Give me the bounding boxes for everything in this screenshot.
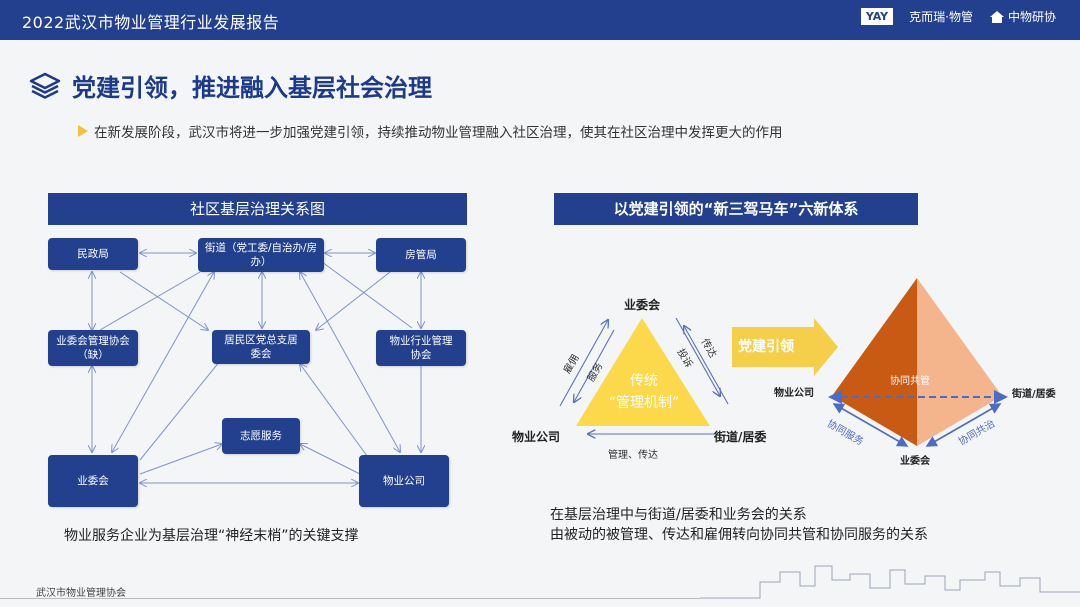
triangle-center-line1: 传统 (630, 373, 658, 389)
node-party-branch: 居民区党总支居委会 (212, 330, 310, 364)
node-industry-association: 物业行业管理协会 (376, 330, 466, 366)
right-caption-line2: 由被动的被管理、传达和雇佣转向协同共管和协同服务的关系 (550, 527, 928, 543)
node-volunteer: 志愿服务 (222, 418, 300, 454)
left-diagram-title: 社区基层治理关系图 (48, 193, 467, 225)
node-civil-affairs: 民政局 (48, 238, 138, 270)
triangle-top-label: 业委会 (624, 298, 661, 312)
bullet-triangle-icon (78, 125, 88, 137)
traditional-triangle (576, 318, 710, 426)
pyramid-bottom-label: 业委会 (900, 456, 930, 467)
pyramid-right-label: 街道/居委 (1012, 389, 1056, 400)
intro-bullet: 在新发展阶段，武汉市将进一步加强党建引领，持续推动物业管理融入社区治理，使其在社… (78, 121, 783, 141)
pyramid-left-label: 物业公司 (774, 388, 814, 399)
top-bar: 2022武汉市物业管理行业发展报告 YAY 克而瑞·物管 中物研协 (0, 0, 1080, 40)
page-title: 党建引领，推进融入基层社会治理 (72, 74, 432, 102)
layers-icon (29, 72, 61, 99)
wuyanxie-logo: 中物研协 (989, 8, 1056, 25)
cric-logo: 克而瑞·物管 (909, 10, 973, 24)
footer-divider (0, 598, 700, 599)
node-street: 街道（党工委/自治办/房办） (198, 238, 324, 272)
triangle-center-line2: “管理机制” (608, 395, 680, 411)
left-diagram-caption: 物业服务企业为基层治理“神经末梢”的关键支撑 (64, 528, 359, 544)
edge-manage-label: 管理、传达 (608, 450, 658, 461)
triangle-left-label: 物业公司 (512, 430, 561, 444)
node-property-company: 物业公司 (359, 455, 449, 507)
yay-logo: YAY (860, 8, 894, 25)
section-heading: 党建引领，推进融入基层社会治理 (28, 68, 432, 103)
node-owners-committee: 业委会 (48, 455, 138, 507)
report-title: 2022武汉市物业管理行业发展报告 (22, 13, 280, 32)
house-icon (989, 10, 1004, 23)
pyramid-center-label: 协同共管 (890, 376, 930, 387)
node-housing: 房管局 (376, 238, 466, 272)
triangle-right-label: 街道/居委 (714, 430, 767, 444)
party-lead-label: 党建引领 (738, 339, 794, 355)
party-lead-arrow (732, 318, 838, 376)
logo-group: YAY 克而瑞·物管 中物研协 (860, 8, 1056, 25)
node-owners-association: 业委会管理协会（缺） (48, 330, 138, 366)
intro-text: 在新发展阶段，武汉市将进一步加强党建引领，持续推动物业管理融入社区治理，使其在社… (94, 125, 783, 141)
right-caption-line1: 在基层治理中与街道/居委和业务会的关系 (550, 507, 807, 523)
footer-org: 武汉市物业管理协会 (36, 588, 126, 599)
wuyanxie-logo-text: 中物研协 (1007, 10, 1056, 24)
right-diagram-title: 以党建引领的“新三驾马车”六新体系 (554, 193, 918, 225)
